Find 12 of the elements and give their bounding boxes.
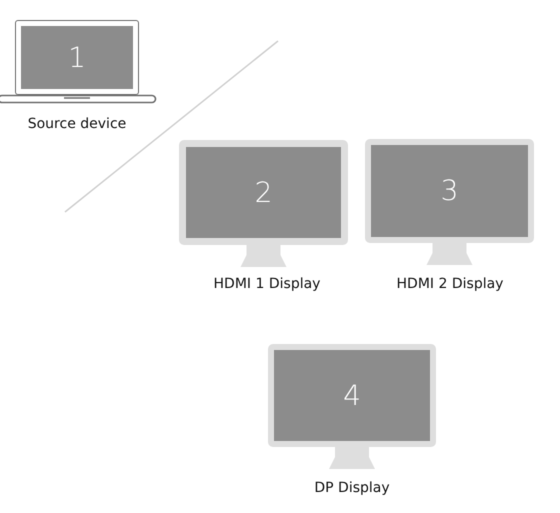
device-caption: HDMI 2 Display [396, 276, 504, 293]
device-caption: DP Display [314, 480, 390, 497]
screen-number: 4 [343, 382, 361, 410]
device-caption: HDMI 1 Display [214, 276, 320, 293]
monitor-screen [268, 344, 436, 447]
device-caption: Source device [28, 116, 126, 133]
laptop-screen [15, 20, 139, 95]
monitor-screen [179, 140, 348, 245]
monitor-screen [365, 139, 534, 243]
screen-number: 1 [68, 44, 86, 72]
screen-number: 3 [440, 177, 458, 205]
screen-number: 2 [254, 178, 272, 206]
